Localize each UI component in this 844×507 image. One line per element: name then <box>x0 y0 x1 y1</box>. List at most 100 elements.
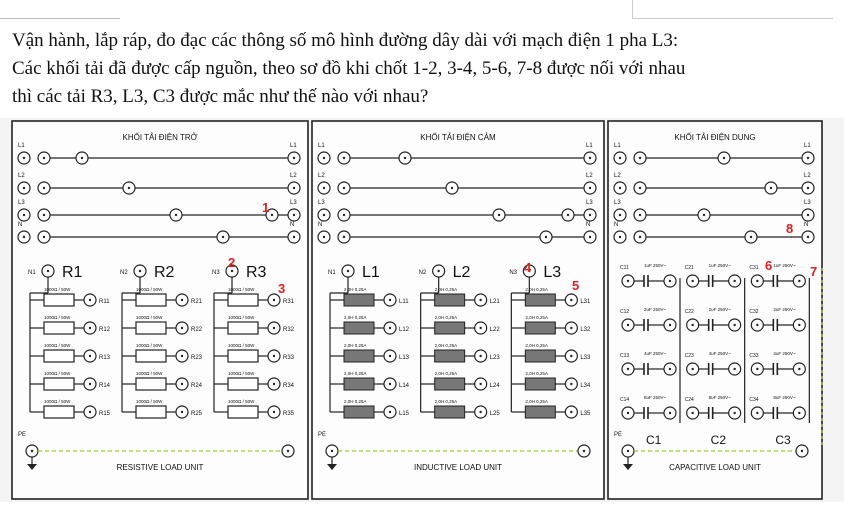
resistor-icon <box>227 349 259 363</box>
resistor-icon <box>135 349 167 363</box>
bus-tap <box>539 230 553 244</box>
resistor-icon <box>135 321 167 335</box>
bus-terminal-right <box>287 208 301 222</box>
terminal-dot <box>322 235 326 239</box>
pe-row: PE <box>614 432 809 470</box>
terminal-dot <box>221 235 225 239</box>
inductor-icon <box>524 349 556 363</box>
element-rating: 2,0H 0,25A <box>344 287 367 292</box>
terminal-dot <box>450 186 454 190</box>
element-terminal <box>83 349 97 363</box>
cap-terminal-left <box>750 318 764 332</box>
element-terminal <box>474 377 488 391</box>
bus-label-left: L1 <box>614 143 621 149</box>
bus-terminal-left-2 <box>633 151 647 165</box>
marker-2: 2 <box>228 255 235 270</box>
element-rating: 2,0H 0,25A <box>435 315 458 320</box>
element-terminal-label: L22 <box>490 327 501 333</box>
inductor-icon <box>343 321 375 335</box>
element-terminal <box>383 321 397 335</box>
bus-tap <box>492 208 506 222</box>
element-terminal-label: L31 <box>580 299 591 305</box>
element-terminal <box>564 377 578 391</box>
element-rating: 1000Ω / 50W <box>228 287 255 292</box>
terminal-dot <box>388 354 392 358</box>
bus-tap <box>169 208 183 222</box>
bus-tap <box>697 208 711 222</box>
bus-terminal-right <box>801 208 815 222</box>
marker-4: 4 <box>524 260 532 275</box>
bus-terminal-left <box>317 151 331 165</box>
pe-terminal <box>325 444 339 458</box>
bus-label-right: N <box>804 222 808 228</box>
element-terminal <box>564 293 578 307</box>
terminal-dot <box>138 269 142 273</box>
bus-terminal-right <box>801 230 815 244</box>
resistor-icon <box>43 349 75 363</box>
ground-icon <box>27 464 37 470</box>
group-n-terminal <box>133 264 147 278</box>
bus-tap <box>216 230 230 244</box>
terminal-dot <box>756 323 759 327</box>
element-terminal <box>175 405 189 419</box>
bus-tap <box>717 151 731 165</box>
element-rating: 1000Ω / 50W <box>228 399 255 404</box>
terminal-dot <box>588 186 592 190</box>
terminal-dot <box>322 213 326 217</box>
terminal-dot <box>733 367 736 371</box>
terminal-dot <box>798 411 801 415</box>
cap-terminal-left <box>750 274 764 288</box>
element-terminal-label: L15 <box>399 411 410 417</box>
element-terminal <box>383 405 397 419</box>
element-terminal-label: L11 <box>399 299 409 305</box>
terminal-dot <box>798 323 801 327</box>
bus-terminal-left <box>613 208 627 222</box>
panel-footer: RESISTIVE LOAD UNIT <box>117 463 204 472</box>
terminal-dot <box>46 269 50 273</box>
group-n-label: N1 <box>328 270 336 276</box>
terminal-dot <box>180 326 184 330</box>
element-terminal <box>175 377 189 391</box>
group-name: L2 <box>453 264 471 281</box>
cap-terminal-left <box>686 362 700 376</box>
element-terminal-label: R15 <box>99 411 111 417</box>
terminal-dot <box>342 213 346 217</box>
terminal-dot <box>702 213 706 217</box>
element-terminal <box>175 321 189 335</box>
cap-terminal-label: C31 <box>749 265 758 271</box>
terminal-dot <box>668 367 672 371</box>
resistor-icon <box>227 377 259 391</box>
terminal-dot <box>292 213 296 217</box>
element-rating: 2,0H 0,25A <box>435 371 458 376</box>
bus-label-left: N <box>318 222 322 228</box>
question-line-2: Các khối tải đã được cấp nguồn, theo sơ … <box>12 58 686 79</box>
cap-terminal-right <box>728 362 742 376</box>
terminal-dot <box>570 326 573 330</box>
pe-terminal <box>621 444 635 458</box>
bus-label-right: N <box>586 222 590 228</box>
terminal-dot <box>272 382 276 386</box>
terminal-dot <box>388 326 392 330</box>
top-bar-left <box>0 0 120 19</box>
element-terminal <box>83 293 97 307</box>
element-rating: 1000Ω / 50W <box>136 399 163 404</box>
pe-row: PE <box>18 432 295 470</box>
cap-rating: 8uF 250V~ <box>773 395 796 400</box>
element-rating: 1000Ω / 50W <box>228 315 255 320</box>
terminal-dot <box>270 213 274 217</box>
element-terminal <box>175 349 189 363</box>
terminal-dot <box>272 410 276 414</box>
terminal-dot <box>691 279 694 283</box>
terminal-dot <box>570 354 573 358</box>
cap-terminal-label: C24 <box>685 397 694 403</box>
pe-terminal <box>25 444 39 458</box>
